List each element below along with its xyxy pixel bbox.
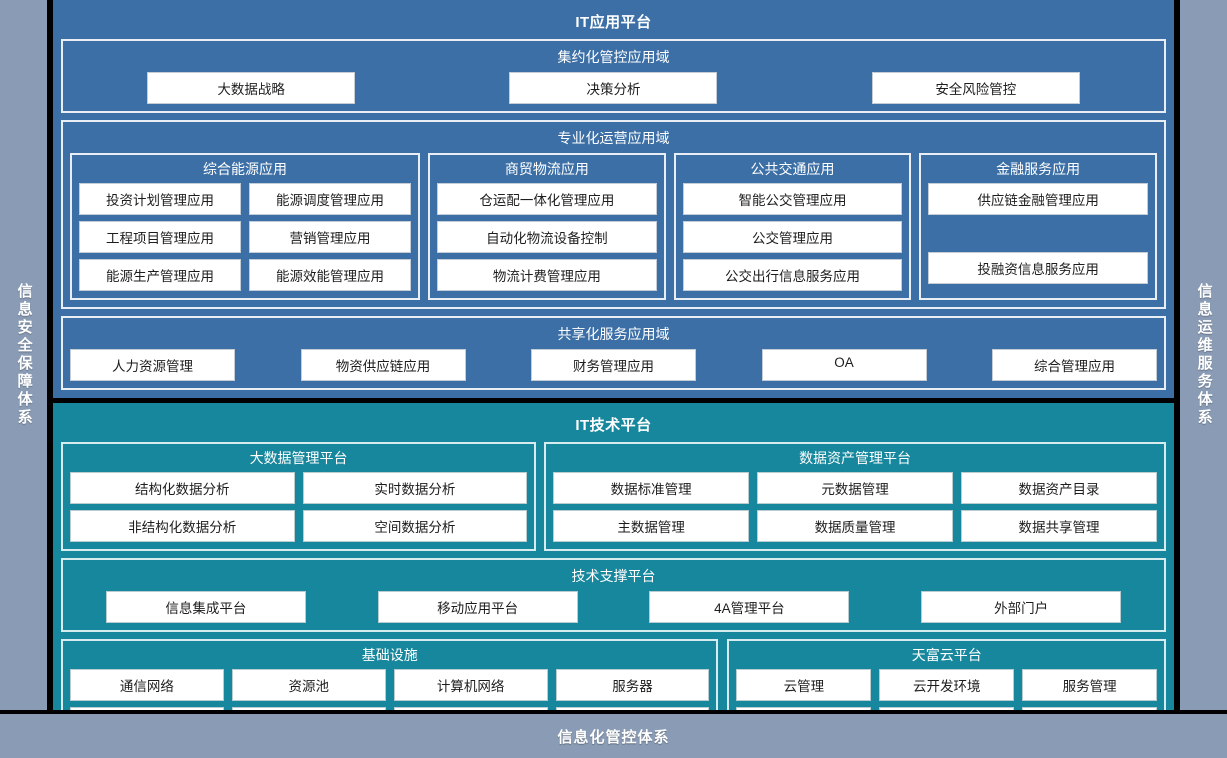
it-technology-platform: IT技术平台 大数据管理平台 结构化数据分析 实时数据分析 非结构化数据分析 空… [53, 398, 1174, 758]
app-chip[interactable]: 能源效能管理应用 [249, 259, 411, 291]
app-chip[interactable]: 决策分析 [509, 72, 718, 104]
tech-chip[interactable]: 移动应用平台 [377, 591, 578, 623]
tech-chip[interactable]: 数据共享管理 [961, 510, 1157, 542]
app-chip[interactable]: 财务管理应用 [531, 349, 696, 381]
subgroup-items: 信息集成平台 移动应用平台 4A管理平台 外部门户 [70, 591, 1157, 623]
domain-title: 集约化管控应用域 [557, 49, 670, 65]
subgroup-title: 综合能源应用 [203, 161, 287, 177]
subgroup-title: 公共交通应用 [750, 161, 835, 177]
center-column: IT应用平台 集约化管控应用域 大数据战略 决策分析 安全风险管控 专业化运营应… [53, 0, 1174, 758]
subgroup-title: 数据资产管理平台 [799, 450, 912, 466]
app-chip[interactable]: 自动化物流设备控制 [437, 221, 657, 253]
subgroup-items: 结构化数据分析 实时数据分析 非结构化数据分析 空间数据分析 [70, 472, 528, 542]
tech-chip[interactable]: 主数据管理 [553, 510, 750, 542]
tech-chip[interactable]: 结构化数据分析 [70, 472, 295, 504]
domain-title: 共享化服务应用域 [557, 326, 670, 342]
app-chip[interactable]: 安全风险管控 [871, 72, 1080, 104]
tech-chip[interactable]: 信息集成平台 [105, 591, 306, 623]
tech-chip[interactable]: 实时数据分析 [302, 472, 528, 504]
subgroup-trade-logistics: 商贸物流应用 仓运配一体化管理应用 自动化物流设备控制 物流计费管理应用 [428, 153, 666, 300]
tech-chip[interactable]: 计算机网络 [393, 669, 548, 701]
app-chip[interactable]: 能源生产管理应用 [79, 259, 241, 291]
app-chip[interactable]: 仓运配一体化管理应用 [437, 183, 657, 215]
app-chip[interactable]: 物流计费管理应用 [437, 259, 657, 291]
domain-professional-operations: 专业化运营应用域 综合能源应用 投资计划管理应用 能源调度管理应用 工程项目管理… [61, 120, 1166, 309]
tech-chip[interactable]: 云开发环境 [879, 669, 1015, 701]
tech-chip[interactable]: 数据标准管理 [553, 472, 750, 504]
left-rail-label: 信息安全保障体系 [15, 283, 33, 427]
app-chip[interactable]: 大数据战略 [147, 72, 356, 104]
technology-platform-title: IT技术平台 [575, 417, 652, 434]
tech-chip[interactable]: 数据资产目录 [961, 472, 1157, 504]
subgroup-title: 金融服务应用 [996, 161, 1081, 177]
app-chip[interactable]: 供应链金融管理应用 [928, 183, 1149, 215]
halves-row: 大数据管理平台 结构化数据分析 实时数据分析 非结构化数据分析 空间数据分析 数… [61, 442, 1166, 551]
subgroup-title: 技术支撑平台 [571, 568, 656, 584]
right-rail-label: 信息运维服务体系 [1195, 283, 1213, 427]
app-chip[interactable]: 工程项目管理应用 [79, 221, 241, 253]
subgroup-items: 数据标准管理 元数据管理 数据资产目录 主数据管理 数据质量管理 数据共享管理 [553, 472, 1157, 542]
group-data-asset-platform: 数据资产管理平台 数据标准管理 元数据管理 数据资产目录 主数据管理 数据质量管… [544, 442, 1166, 551]
tech-chip[interactable]: 4A管理平台 [649, 591, 850, 623]
domain-shared-services: 共享化服务应用域 人力资源管理 物资供应链应用 财务管理应用 OA 综合管理应用 [61, 316, 1166, 390]
footer-label: 信息化管控体系 [557, 728, 670, 746]
subgroup-public-transport: 公共交通应用 智能公交管理应用 公交管理应用 公交出行信息服务应用 [673, 153, 912, 300]
application-platform-title: IT应用平台 [575, 14, 652, 31]
app-chip[interactable]: OA [761, 349, 927, 381]
app-chip[interactable]: 物资供应链应用 [300, 349, 466, 381]
domain-intensive-management: 集约化管控应用域 大数据战略 决策分析 安全风险管控 [61, 39, 1166, 113]
domain-item-row: 大数据战略 决策分析 安全风险管控 [70, 72, 1157, 104]
domain-item-row: 人力资源管理 物资供应链应用 财务管理应用 OA 综合管理应用 [70, 349, 1157, 381]
subgroup-items: 投资计划管理应用 能源调度管理应用 工程项目管理应用 营销管理应用 能源生产管理… [79, 183, 411, 291]
domain-title: 专业化运营应用域 [557, 130, 670, 146]
subgroup-title: 大数据管理平台 [249, 450, 348, 466]
tech-chip[interactable]: 云管理 [736, 669, 872, 701]
app-chip[interactable]: 公交管理应用 [682, 221, 903, 253]
app-chip[interactable]: 智能公交管理应用 [682, 183, 903, 215]
tech-chip[interactable]: 数据质量管理 [757, 510, 954, 542]
app-chip[interactable]: 投资计划管理应用 [79, 183, 241, 215]
app-chip[interactable]: 综合管理应用 [992, 349, 1157, 381]
app-chip[interactable]: 投融资信息服务应用 [928, 252, 1149, 284]
tech-chip[interactable]: 服务器 [555, 669, 710, 701]
tech-chip[interactable]: 外部门户 [921, 591, 1122, 623]
left-rail-information-security: 信息安全保障体系 [0, 0, 53, 710]
it-application-platform: IT应用平台 集约化管控应用域 大数据战略 决策分析 安全风险管控 专业化运营应… [53, 0, 1174, 398]
group-technical-support-platform: 技术支撑平台 信息集成平台 移动应用平台 4A管理平台 外部门户 [61, 558, 1166, 632]
group-big-data-platform: 大数据管理平台 结构化数据分析 实时数据分析 非结构化数据分析 空间数据分析 [61, 442, 537, 551]
subgroup-title: 商贸物流应用 [504, 161, 589, 177]
app-chip[interactable]: 营销管理应用 [249, 221, 411, 253]
tech-chip[interactable]: 资源池 [231, 669, 386, 701]
tech-row-data-platforms: 大数据管理平台 结构化数据分析 实时数据分析 非结构化数据分析 空间数据分析 数… [61, 442, 1166, 551]
tech-chip[interactable]: 非结构化数据分析 [70, 510, 295, 542]
app-chip-placeholder [928, 221, 1148, 246]
subgroup-row: 综合能源应用 投资计划管理应用 能源调度管理应用 工程项目管理应用 营销管理应用… [70, 153, 1158, 300]
tech-chip[interactable]: 通信网络 [70, 669, 224, 701]
tech-chip[interactable]: 元数据管理 [757, 472, 954, 504]
subgroup-integrated-energy: 综合能源应用 投资计划管理应用 能源调度管理应用 工程项目管理应用 营销管理应用… [70, 153, 420, 300]
app-chip[interactable]: 能源调度管理应用 [249, 183, 411, 215]
subgroup-title: 天富云平台 [911, 647, 982, 663]
app-chip[interactable]: 人力资源管理 [70, 349, 235, 381]
subgroup-items: 智能公交管理应用 公交管理应用 公交出行信息服务应用 [682, 183, 903, 291]
subgroup-items: 供应链金融管理应用 投融资信息服务应用 [928, 183, 1149, 284]
subgroup-items: 仓运配一体化管理应用 自动化物流设备控制 物流计费管理应用 [437, 183, 657, 291]
subgroup-title: 基础设施 [361, 647, 418, 663]
right-rail-it-operations-service: 信息运维服务体系 [1174, 0, 1227, 710]
subgroup-financial-services: 金融服务应用 供应链金融管理应用 投融资信息服务应用 [919, 153, 1158, 300]
tech-chip[interactable]: 空间数据分析 [302, 510, 528, 542]
app-chip[interactable]: 公交出行信息服务应用 [682, 259, 903, 291]
tech-chip[interactable]: 服务管理 [1022, 669, 1157, 701]
footer-bar: 信息化管控体系 [0, 710, 1227, 758]
